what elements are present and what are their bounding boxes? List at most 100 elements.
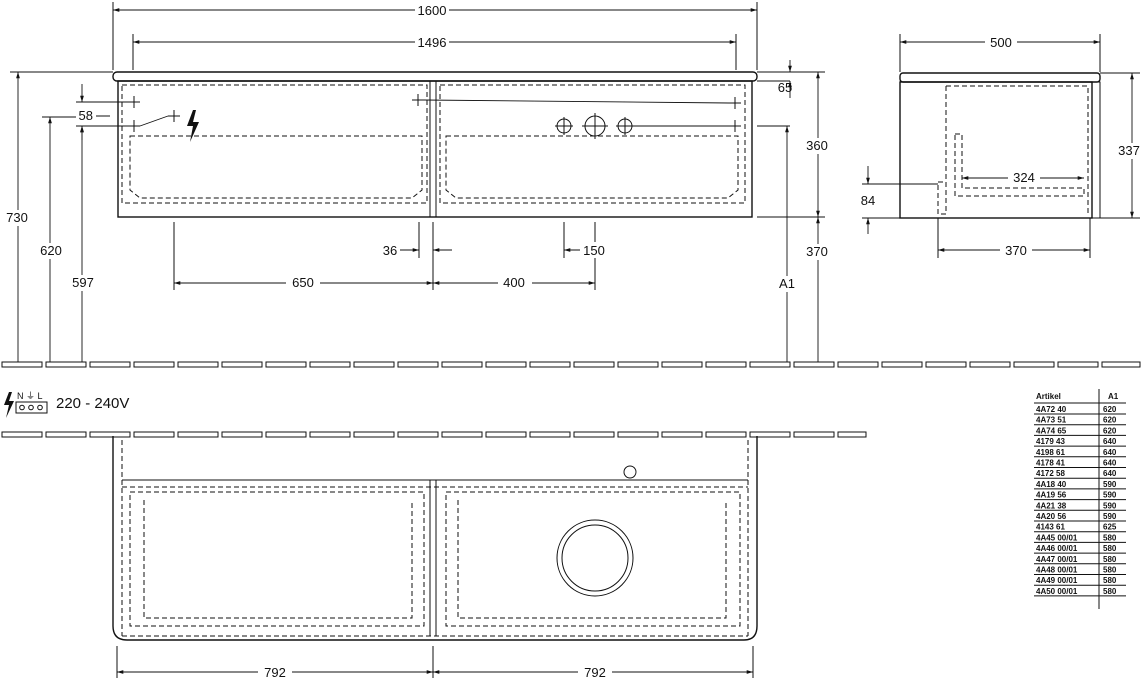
table-cell-a1: 640: [1103, 437, 1117, 446]
tap-connection-icon: [555, 113, 634, 139]
tile: [705, 431, 747, 438]
cabinet-body: [117, 80, 753, 218]
table-cell-a1: 590: [1103, 491, 1117, 500]
tap-hole-icon: [623, 465, 637, 479]
table-cell-artikel: 4A74 65: [1036, 426, 1067, 435]
dim-730: 730: [6, 210, 28, 225]
tile: [661, 361, 703, 368]
dim-36: 36: [383, 243, 397, 258]
tile: [1013, 361, 1055, 368]
tile: [925, 361, 967, 368]
tile: [793, 361, 835, 368]
dim-left: 792: [264, 665, 286, 678]
terminal-block-icon: [15, 401, 48, 414]
table-cell-artikel: 4A18 40: [1036, 480, 1067, 489]
tile: [89, 431, 131, 438]
front-view: 1600 1496: [2, 2, 834, 362]
dim-width-total: 1600: [418, 3, 447, 18]
dim-below-unit: 370: [806, 244, 828, 259]
table-cell-artikel: 4A48 00/01: [1036, 566, 1078, 575]
tile: [1101, 361, 1141, 368]
tile: [309, 431, 351, 438]
table-cell-artikel: 4A45 00/01: [1036, 533, 1078, 542]
voltage-label: 220 - 240V: [56, 395, 129, 412]
tile: [529, 431, 571, 438]
tile: [573, 431, 615, 438]
power-bolt-icon: [187, 110, 199, 142]
table-cell-artikel: 4A73 51: [1036, 416, 1067, 425]
dim-top-thickness: 65: [778, 80, 792, 95]
table-header-artikel: Artikel: [1036, 392, 1061, 401]
dim-650: 650: [292, 275, 314, 290]
table-cell-a1: 620: [1103, 426, 1117, 435]
table-cell-artikel: 4A19 56: [1036, 491, 1067, 500]
table-cell-a1: 640: [1103, 469, 1117, 478]
tile: [793, 431, 835, 438]
tile: [1, 431, 43, 438]
tile: [89, 361, 131, 368]
table-cell-artikel: 4A20 56: [1036, 512, 1067, 521]
dim-A1: A1: [779, 276, 795, 291]
tile: [133, 431, 175, 438]
tile: [661, 431, 703, 438]
tile: [45, 431, 87, 438]
tile: [221, 361, 263, 368]
table-cell-a1: 590: [1103, 512, 1117, 521]
table-cell-a1: 580: [1103, 587, 1117, 596]
table-cell-a1: 590: [1103, 501, 1117, 510]
table-cell-a1: 580: [1103, 576, 1117, 585]
dim-depth-bottom: 370: [1005, 243, 1027, 258]
tile: [397, 431, 439, 438]
table-cell-artikel: 4178 41: [1036, 459, 1065, 468]
tile: [441, 361, 483, 368]
plan-view: 792 792: [112, 436, 758, 678]
table-cell-artikel: 4A21 38: [1036, 501, 1067, 510]
tile: [573, 361, 615, 368]
table-cell-a1: 590: [1103, 480, 1117, 489]
countertop-outline: [112, 436, 758, 641]
tile: [265, 361, 307, 368]
dim-height: 337: [1118, 143, 1140, 158]
tile: [837, 431, 867, 438]
tile: [837, 361, 879, 368]
table-cell-artikel: 4198 61: [1036, 448, 1065, 457]
table-cell-a1: 620: [1103, 405, 1117, 414]
side-view: 500 337 324 84 370: [861, 34, 1143, 258]
tile: [529, 361, 571, 368]
table-cell-artikel: 4143 61: [1036, 523, 1065, 532]
tile: [309, 361, 351, 368]
basin-drain-icon: [556, 519, 634, 597]
tile: [749, 361, 791, 368]
dim-620: 620: [40, 243, 62, 258]
wall-line: [1, 431, 867, 438]
tile: [1057, 361, 1099, 368]
terminal-labels: N ⏚ L: [17, 391, 43, 401]
dim-height-unit: 360: [806, 138, 828, 153]
dim-400: 400: [503, 275, 525, 290]
table-cell-a1: 625: [1103, 523, 1117, 532]
tile: [265, 431, 307, 438]
tile: [221, 431, 263, 438]
tile: [969, 361, 1011, 368]
tile: [749, 431, 791, 438]
dim-depth-top: 500: [990, 35, 1012, 50]
dim-drawer-height: 84: [861, 193, 875, 208]
dim-597: 597: [72, 275, 94, 290]
table-cell-artikel: 4172 58: [1036, 469, 1065, 478]
countertop: [112, 71, 758, 82]
tile: [485, 361, 527, 368]
dim-58: 58: [79, 108, 93, 123]
floor-line: [1, 361, 1141, 368]
tile: [1, 361, 43, 368]
table-cell-a1: 580: [1103, 566, 1117, 575]
power-bolt-icon: [4, 392, 14, 418]
side-countertop: [899, 72, 1101, 83]
table-cell-a1: 640: [1103, 459, 1117, 468]
table-cell-artikel: 4A50 00/01: [1036, 587, 1078, 596]
tile: [617, 431, 659, 438]
tile: [45, 361, 87, 368]
tile: [705, 361, 747, 368]
